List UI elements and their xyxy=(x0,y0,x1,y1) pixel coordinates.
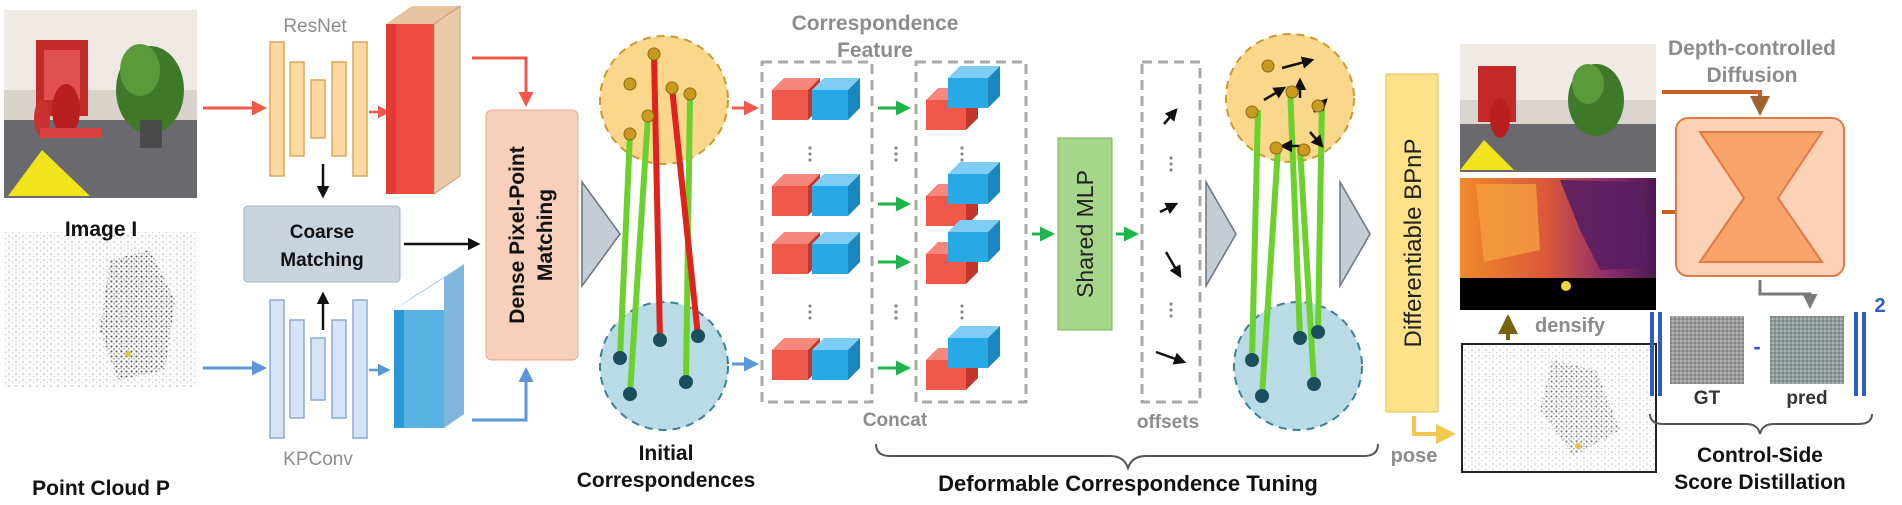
gt-label: GT xyxy=(1694,388,1721,409)
ellipsis-dot xyxy=(808,310,812,314)
pose-label: pose xyxy=(1391,445,1438,467)
ellipsis-dot xyxy=(960,158,964,162)
diffusion-hourglass xyxy=(1698,131,1824,263)
concat-blue-cube xyxy=(948,162,1000,204)
coarse-label-2: Matching xyxy=(280,250,363,271)
arrow-diffusion-to-pred xyxy=(1758,280,1818,309)
corr-feature-label-2: Feature xyxy=(837,39,913,62)
pointcloud-caption: Point Cloud P xyxy=(32,477,170,500)
score-distillation-loss xyxy=(1650,312,1866,396)
bpnp-box xyxy=(1385,73,1439,413)
dense-label-2: Matching xyxy=(534,189,557,281)
csd-label-2: Score Distillation xyxy=(1674,471,1846,494)
initial-label-1: Initial xyxy=(639,442,694,465)
ellipsis-dot xyxy=(808,152,812,156)
ellipsis-dot xyxy=(894,152,898,156)
arrow-pose xyxy=(1412,416,1456,444)
dense-matching-box xyxy=(485,109,579,361)
ellipsis-dot xyxy=(894,316,898,320)
offsets-label: offsets xyxy=(1137,412,1199,433)
resnet-encoder xyxy=(269,41,368,177)
resnet-label: ResNet xyxy=(283,16,347,37)
offsets-box xyxy=(1140,60,1202,404)
feature-cubes xyxy=(772,66,1000,390)
concat-blue-cube xyxy=(948,66,1000,108)
flow-triangle-3 xyxy=(1339,179,1371,289)
brace-csd xyxy=(1649,413,1873,435)
point-feature-cube xyxy=(812,338,860,380)
depth-map xyxy=(1460,178,1656,310)
shared-mlp-label: Shared MLP xyxy=(1072,170,1098,298)
offset-ellipsis xyxy=(1169,156,1173,318)
tuned-correspondences xyxy=(1225,33,1363,431)
corr-feature-label-1: Correspondence xyxy=(792,12,959,35)
arrow-pcfeat-to-dense xyxy=(472,367,534,422)
minus-sign: - xyxy=(1753,334,1760,359)
densify-label: densify xyxy=(1535,315,1606,337)
input-point-cloud xyxy=(4,232,197,387)
bpnp-label: Differentiable BPnP xyxy=(1400,138,1427,347)
pred-label: pred xyxy=(1786,388,1827,409)
kpconv-encoder xyxy=(269,299,368,439)
offset-vectors xyxy=(1155,108,1187,365)
shared-mlp-box xyxy=(1057,137,1113,331)
feature-group-left xyxy=(760,60,874,404)
coarse-label-1: Coarse xyxy=(290,222,354,243)
ellipsis-dot xyxy=(808,304,812,308)
ellipsis-dot xyxy=(808,158,812,162)
initial-correspondences xyxy=(599,35,729,431)
ellipsis-dot xyxy=(960,152,964,156)
target-image-photo xyxy=(1460,44,1656,172)
dct-label: Deformable Correspondence Tuning xyxy=(938,471,1318,496)
ellipsis-dot xyxy=(960,146,964,150)
ellipsis-dot xyxy=(960,316,964,320)
ellipsis-dot xyxy=(894,146,898,150)
point-feature-cube xyxy=(812,232,860,274)
concat-blue-cube xyxy=(948,326,1000,368)
concat-label: Concat xyxy=(863,410,928,431)
ellipsis-dot xyxy=(960,304,964,308)
image-feature-block xyxy=(386,5,461,195)
input-image-photo xyxy=(4,10,197,198)
flow-triangle-2 xyxy=(1205,179,1237,289)
ellipsis-dot xyxy=(894,310,898,314)
arrow-photo-to-diffusion xyxy=(1662,90,1770,116)
concat-blue-cube xyxy=(948,220,1000,262)
dcd-label-2: Diffusion xyxy=(1707,64,1798,87)
ellipsis-dot xyxy=(894,304,898,308)
initial-label-2: Correspondences xyxy=(577,469,756,492)
arrow-imgfeat-to-dense xyxy=(472,56,534,107)
pc-feature-block xyxy=(394,264,464,428)
ellipsis-dot xyxy=(894,158,898,162)
aligned-point-cloud xyxy=(1461,343,1657,473)
dense-label-1: Dense Pixel-Point xyxy=(506,146,529,323)
point-feature-cube xyxy=(812,78,860,120)
ellipsis-dot xyxy=(960,310,964,314)
csd-label-1: Control-Side xyxy=(1697,444,1823,467)
brace-dct xyxy=(875,443,1379,472)
feature-group-right xyxy=(914,60,1028,404)
dcd-label-1: Depth-controlled xyxy=(1668,37,1836,60)
kpconv-label: KPConv xyxy=(283,449,353,470)
coarse-matching-box xyxy=(243,205,401,283)
point-feature-cube xyxy=(812,174,860,216)
ellipsis-dot xyxy=(808,146,812,150)
flow-triangle-1 xyxy=(581,179,621,289)
image-caption: Image I xyxy=(65,218,137,241)
ellipsis-dot xyxy=(808,316,812,320)
squared-sign: 2 xyxy=(1874,295,1885,317)
